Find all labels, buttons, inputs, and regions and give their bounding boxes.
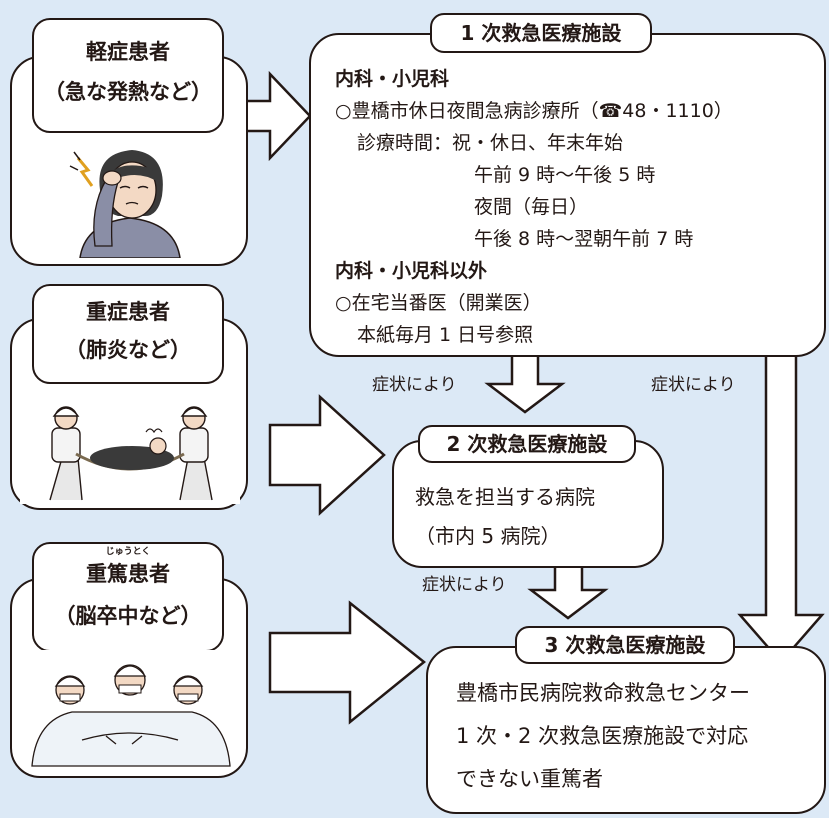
primary-hours-day: 午前 9 時～午後 5 時 bbox=[474, 164, 656, 186]
secondary-line1: 救急を担当する病院 bbox=[415, 485, 595, 509]
primary-hours-night-label: 夜間（毎日） bbox=[474, 196, 589, 218]
clinic-phone: 48・1110 bbox=[622, 100, 714, 122]
primary-hours-night: 午後 8 時～翌朝午前 7 時 bbox=[474, 228, 694, 250]
clinic-name: ○豊橋市休日夜間急病診療所（ bbox=[335, 100, 599, 122]
flow-label-primary-to-tertiary: 症状により bbox=[651, 375, 736, 395]
critical-patient-example: （脳卒中など） bbox=[54, 604, 202, 628]
primary-facility-panel bbox=[309, 33, 826, 357]
tertiary-line3: できない重篤者 bbox=[456, 767, 603, 791]
primary-hours-label: 診療時間：祝・休日、年末年始 bbox=[357, 132, 624, 154]
primary-section1-heading: 内科・小児科 bbox=[335, 68, 450, 90]
secondary-facility-title: 2 次救急医療施設 bbox=[418, 425, 636, 463]
surgery-illustration bbox=[22, 650, 236, 768]
critical-patient-label: じゅうとく 重篤患者 （脳卒中など） bbox=[32, 542, 224, 652]
sick-woman-illustration bbox=[40, 138, 220, 258]
primary-section2-heading: 内科・小児科以外 bbox=[335, 260, 488, 282]
severe-patient-name: 重症患者 bbox=[86, 300, 170, 324]
mild-patient-name: 軽症患者 bbox=[86, 40, 170, 64]
clinic-suffix: ） bbox=[713, 100, 733, 122]
tertiary-line1: 豊橋市民病院救命救急センター bbox=[456, 681, 750, 705]
critical-patient-name: 重篤患者 bbox=[86, 562, 170, 586]
mild-patient-example: （急な発熱など） bbox=[44, 80, 212, 104]
arrow-primary-to-tertiary bbox=[737, 348, 825, 664]
arrow-primary-to-secondary bbox=[484, 353, 566, 414]
primary-clinic-line: ○豊橋市休日夜間急病診療所（☎48・1110） bbox=[335, 102, 733, 121]
arrow-secondary-to-tertiary bbox=[527, 564, 609, 620]
critical-patient-ruby: じゅうとく bbox=[105, 547, 151, 557]
severe-patient-label: 重症患者 （肺炎など） bbox=[32, 284, 224, 384]
arrow-severe-to-secondary bbox=[268, 394, 386, 516]
mild-patient-label: 軽症患者 （急な発熱など） bbox=[32, 18, 224, 133]
primary-doctor: ○在宅当番医（開業医） bbox=[335, 292, 542, 314]
flow-label-secondary-to-tertiary: 症状により bbox=[422, 575, 507, 595]
stretcher-illustration bbox=[20, 388, 240, 504]
arrow-critical-to-tertiary bbox=[268, 600, 426, 725]
phone-icon: ☎ bbox=[598, 100, 623, 122]
tertiary-line2: 1 次・2 次救急医療施設で対応 bbox=[456, 724, 749, 748]
severe-patient-example: （肺炎など） bbox=[65, 338, 191, 362]
tertiary-facility-title: 3 次救急医療施設 bbox=[515, 626, 735, 664]
secondary-line2: （市内 5 病院） bbox=[415, 524, 561, 548]
flow-label-primary-to-secondary: 症状により bbox=[372, 375, 457, 395]
primary-facility-title: 1 次救急医療施設 bbox=[430, 13, 652, 53]
primary-doctor-ref: 本紙毎月 1 日号参照 bbox=[357, 324, 534, 346]
